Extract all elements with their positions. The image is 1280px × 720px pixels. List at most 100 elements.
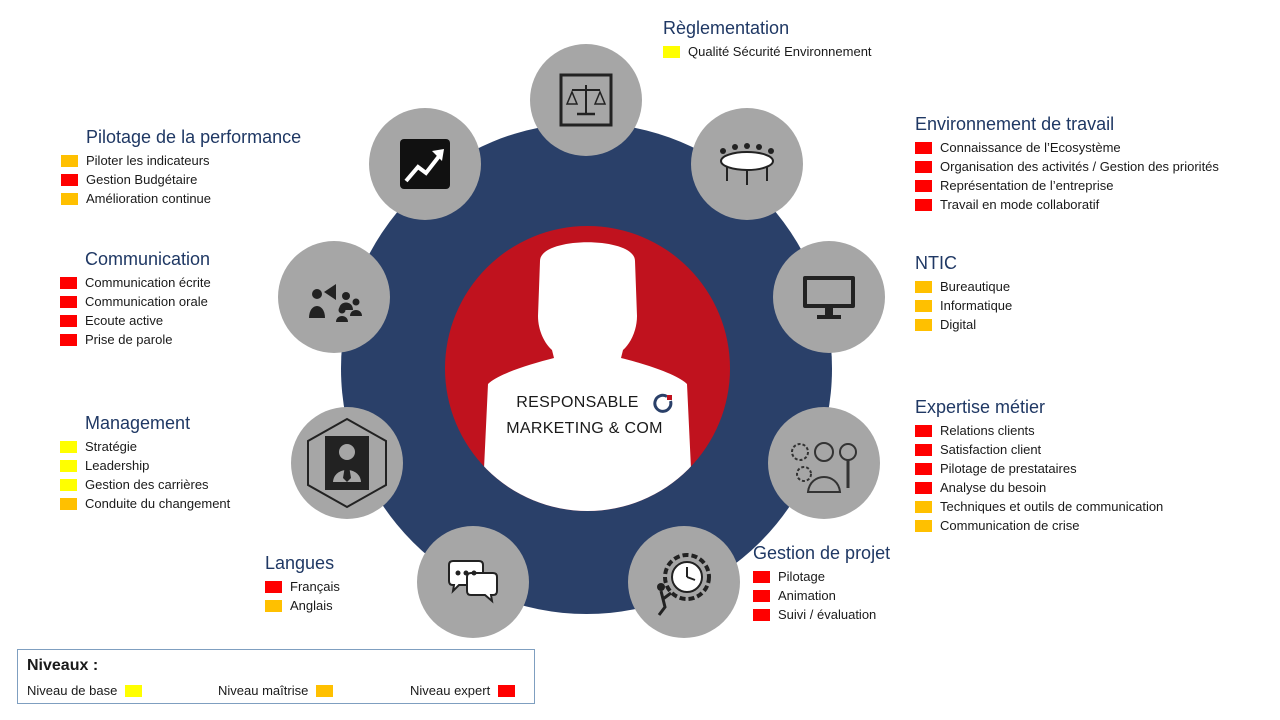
block-title: Communication: [85, 249, 211, 269]
level-swatch: [915, 198, 932, 211]
level-swatch: [915, 318, 932, 331]
level-swatch: [915, 500, 932, 513]
competency-item: Ecoute active: [60, 311, 211, 330]
legend-item-maitrise: Niveau maîtrise: [218, 683, 334, 698]
competency-label: Représentation de l’entreprise: [940, 178, 1114, 193]
level-swatch: [915, 462, 932, 475]
expert-woman-icon: [768, 407, 880, 519]
level-swatch: [753, 608, 770, 621]
competency-label: Pilotage de prestataires: [940, 461, 1077, 476]
level-swatch: [60, 459, 77, 472]
legend-label: Niveau de base: [27, 683, 118, 698]
level-swatch: [125, 684, 143, 697]
competency-label: Informatique: [940, 298, 1013, 313]
competency-label: Conduite du changement: [85, 496, 231, 511]
competency-label: Satisfaction client: [940, 442, 1042, 457]
competency-item: Suivi / évaluation: [753, 605, 890, 624]
legend-item-expert: Niveau expert: [410, 683, 516, 698]
competency-label: Relations clients: [940, 423, 1035, 438]
competency-item: Gestion des carrières: [60, 475, 230, 494]
level-swatch: [753, 589, 770, 602]
competency-item: Qualité Sécurité Environnement: [663, 42, 872, 61]
competency-item: Communication écrite: [60, 273, 211, 292]
level-swatch: [753, 570, 770, 583]
manager-hexagon-icon: [291, 407, 403, 519]
level-swatch: [915, 160, 932, 173]
level-swatch: [60, 333, 77, 346]
competency-item: Prise de parole: [60, 330, 211, 349]
level-swatch: [498, 684, 516, 697]
competency-item: Digital: [915, 315, 1012, 334]
competency-item: Gestion Budgétaire: [61, 170, 301, 189]
level-swatch: [60, 497, 77, 510]
competency-item: Représentation de l’entreprise: [915, 176, 1219, 195]
clock-gear-icon: [628, 526, 740, 638]
trend-chart-icon: [369, 108, 481, 220]
legend-label: Niveau expert: [410, 683, 491, 698]
competency-label: Français: [290, 579, 340, 594]
competency-item: Pilotage de prestataires: [915, 459, 1163, 478]
level-swatch: [316, 684, 334, 697]
competency-item: Organisation des activités / Gestion des…: [915, 157, 1219, 176]
legend-title: Niveaux :: [27, 657, 99, 674]
level-swatch: [663, 45, 680, 58]
level-swatch: [915, 424, 932, 437]
competency-label: Amélioration continue: [86, 191, 212, 206]
competency-item: Piloter les indicateurs: [61, 151, 301, 170]
competency-item: Analyse du besoin: [915, 478, 1163, 497]
competency-label: Analyse du besoin: [940, 480, 1047, 495]
level-swatch: [915, 519, 932, 532]
level-swatch: [915, 179, 932, 192]
balance-scale-icon: [530, 44, 642, 156]
level-swatch: [915, 280, 932, 293]
communication-megaphone-icon: [278, 241, 390, 353]
block-title: Environnement de travail: [915, 114, 1115, 134]
role-core-circle: RESPONSABLE MARKETING & COM: [445, 226, 730, 511]
competency-label: Connaissance de l’Ecosystème: [940, 140, 1121, 155]
competency-item: Animation: [753, 586, 890, 605]
competency-label: Communication de crise: [940, 518, 1080, 533]
competency-item: Communication de crise: [915, 516, 1163, 535]
level-swatch: [60, 478, 77, 491]
person-silhouette-icon: [482, 242, 693, 511]
role-title-line2: MARKETING & COM: [506, 420, 663, 437]
competency-item: Communication orale: [60, 292, 211, 311]
competency-label: Travail en mode collaboratif: [940, 197, 1100, 212]
competency-item: Connaissance de l’Ecosystème: [915, 138, 1219, 157]
competency-label: Pilotage: [778, 569, 825, 584]
competency-label: Qualité Sécurité Environnement: [688, 44, 872, 59]
block-pilotage-performance: Pilotage de la performance Piloter les i…: [61, 127, 301, 208]
competency-label: Gestion des carrières: [85, 477, 209, 492]
competency-item: Satisfaction client: [915, 440, 1163, 459]
chat-bubbles-icon: [417, 526, 529, 638]
legend-label: Niveau maîtrise: [218, 683, 309, 698]
competency-label: Animation: [778, 588, 836, 603]
competency-item: Travail en mode collaboratif: [915, 195, 1219, 214]
level-swatch: [60, 314, 77, 327]
block-title: Management: [85, 413, 191, 433]
competency-item: Amélioration continue: [61, 189, 301, 208]
competency-label: Communication écrite: [85, 275, 211, 290]
meeting-table-icon: [691, 108, 803, 220]
competency-label: Digital: [940, 317, 977, 332]
block-title: Pilotage de la performance: [86, 127, 302, 147]
level-swatch: [61, 173, 78, 186]
brand-logo-icon: [653, 393, 673, 413]
level-swatch: [60, 276, 77, 289]
competency-label: Piloter les indicateurs: [86, 153, 210, 168]
level-swatch: [915, 481, 932, 494]
block-title: Gestion de projet: [753, 543, 891, 563]
competency-label: Communication orale: [85, 294, 208, 309]
block-title: NTIC: [915, 253, 957, 273]
block-title: Expertise métier: [915, 397, 1046, 417]
competency-item: Informatique: [915, 296, 1012, 315]
competency-item: Stratégie: [60, 437, 230, 456]
level-swatch: [915, 299, 932, 312]
competency-item: Anglais: [265, 596, 340, 615]
competency-label: Bureautique: [940, 279, 1011, 294]
competency-item: Conduite du changement: [60, 494, 230, 513]
